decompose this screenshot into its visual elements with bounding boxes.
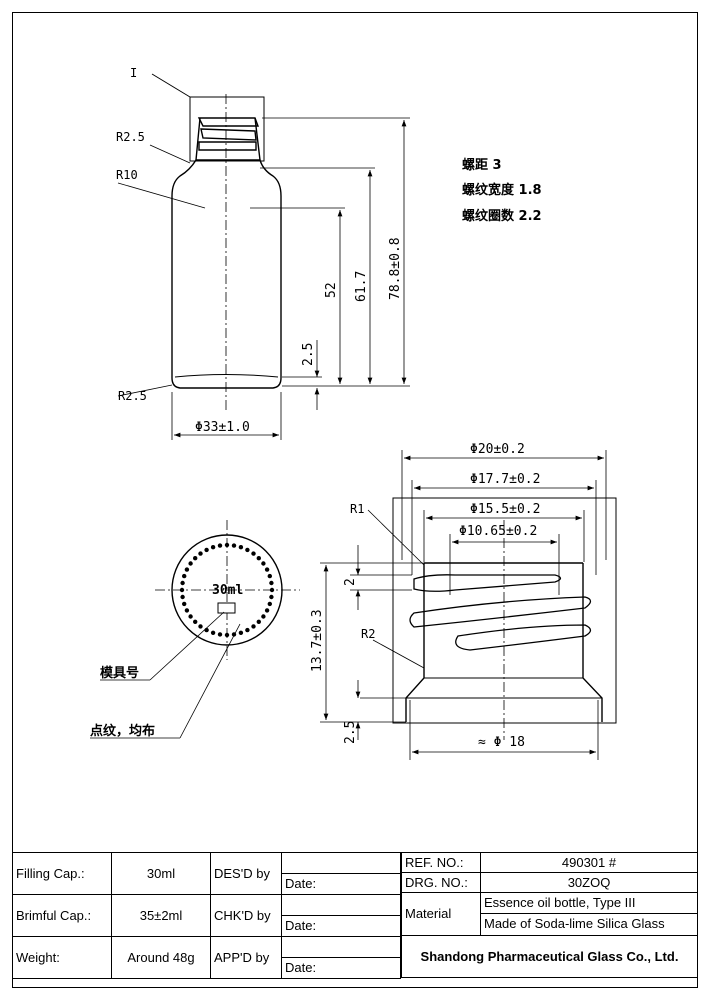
stipple-dot [210, 630, 216, 635]
stipple-dot [261, 561, 266, 566]
stipple-dot [261, 614, 266, 619]
company-name: Shandong Pharmaceutical Glass Co., Ltd. [401, 934, 698, 979]
stipple-dot [188, 614, 193, 619]
stipple-dot [256, 619, 261, 624]
note-thread-width: 螺纹宽度 1.8 [462, 182, 542, 198]
capacity-mark: 30ml [212, 583, 243, 598]
ref-no-label: REF. NO.: [401, 851, 481, 874]
designed-date-label: Date: [285, 876, 317, 891]
stipple-dot [251, 624, 256, 629]
radius-label-r2: R2 [361, 627, 375, 641]
bottle-side-view [117, 73, 410, 440]
material-label: Material [401, 892, 481, 936]
stipple-dot [264, 608, 270, 613]
stipple-dot [264, 567, 270, 572]
stipple-dot [269, 594, 274, 600]
neck-finish-detail [320, 450, 617, 760]
stipple-dot [251, 551, 256, 556]
dim-finish-phi15-5: Φ15.5±0.2 [470, 502, 540, 517]
note-thread-turns: 螺纹圈数 2.2 [462, 208, 542, 224]
stipple-dot [180, 580, 185, 586]
radius-label-r1: R1 [350, 502, 364, 516]
drawing-frame [12, 12, 698, 988]
dim-total-height: 78.8±0.8 [388, 237, 403, 300]
stipple-dot [204, 627, 209, 633]
stipple-dot [245, 547, 250, 553]
material-line-1: Essence oil bottle, Type III [481, 893, 697, 915]
stipple-dot [180, 594, 185, 600]
stipple-dot [245, 627, 250, 633]
detail-mark-label: I [130, 66, 137, 80]
radius-label-r10: R10 [116, 168, 138, 182]
stipple-dot [182, 573, 187, 579]
drg-no-value: 30ZOQ [480, 872, 698, 894]
stipple-dot [210, 545, 216, 550]
weight-value: Around 48g [111, 936, 211, 979]
stipple-dot [217, 632, 223, 637]
title-block-right: REF. NO.: 490301 # DRG. NO.: 30ZOQ Mater… [401, 851, 698, 979]
dim-finish-height: 13.7±0.3 [310, 609, 325, 672]
brimful-cap-label: Brimful Cap.: [12, 894, 112, 937]
approved-date-label: Date: [285, 960, 317, 975]
radius-label-r25-top: R2.5 [116, 130, 145, 144]
material-line-2: Made of Soda-lime Silica Glass [484, 916, 665, 932]
dots-note: 点纹，均布 [90, 723, 155, 739]
approved-by-label: APP'D by [210, 936, 282, 979]
mold-number-note: 模具号 [100, 665, 139, 681]
stipple-dot [238, 630, 244, 635]
stipple-dot [267, 573, 272, 579]
dim-finish-phi17-7: Φ17.7±0.2 [470, 472, 540, 487]
stipple-dot [184, 608, 190, 613]
weight-label: Weight: [12, 936, 112, 979]
stipple-dot [204, 547, 209, 553]
dim-finish-2: 2 [343, 578, 358, 586]
ref-no-value: 490301 # [480, 851, 698, 874]
radius-label-r25-bottom: R2.5 [118, 389, 147, 403]
filling-cap-label: Filling Cap.: [12, 852, 112, 895]
dim-body-diameter: Φ33±1.0 [195, 420, 250, 435]
stipple-dot [217, 543, 223, 548]
drg-no-label: DRG. NO.: [401, 872, 481, 894]
dim-finish-phi20: Φ20±0.2 [470, 442, 525, 457]
checked-by-label: CHK'D by [210, 894, 282, 937]
stipple-dot [267, 601, 272, 607]
stipple-dot [193, 556, 198, 561]
stipple-dot [198, 624, 203, 629]
designed-by-label: DES'D by [210, 852, 282, 895]
stipple-dot [188, 561, 193, 566]
stipple-dot [238, 545, 244, 550]
dim-height-61-7: 61.7 [354, 271, 369, 302]
dim-finish-bottom: ≈ Φ 18 [478, 735, 525, 750]
stipple-dot [198, 551, 203, 556]
stipple-dot [256, 556, 261, 561]
filling-cap-value: 30ml [111, 852, 211, 895]
stipple-dot [184, 567, 190, 572]
stipple-dot [182, 601, 187, 607]
dot-ring [179, 542, 275, 638]
stipple-dot [269, 580, 274, 586]
note-thread-pitch: 螺距 3 [462, 157, 502, 173]
bottle-bottom-view [90, 520, 300, 739]
dim-base-2-5: 2.5 [301, 343, 316, 366]
checked-date-label: Date: [285, 918, 317, 933]
thread-notes: 螺距 3 螺纹宽度 1.8 螺纹圈数 2.2 [462, 157, 542, 224]
brimful-cap-value: 35±2ml [111, 894, 211, 937]
dim-finish-phi10-65: Φ10.65±0.2 [459, 524, 537, 539]
dim-height-52: 52 [324, 282, 339, 298]
title-block-left: Filling Cap.: 30ml DES'D by Date: Brimfu… [12, 852, 401, 979]
stipple-dot [231, 543, 237, 548]
stipple-dot [193, 619, 198, 624]
dim-finish-2-5: 2.5 [343, 721, 358, 744]
